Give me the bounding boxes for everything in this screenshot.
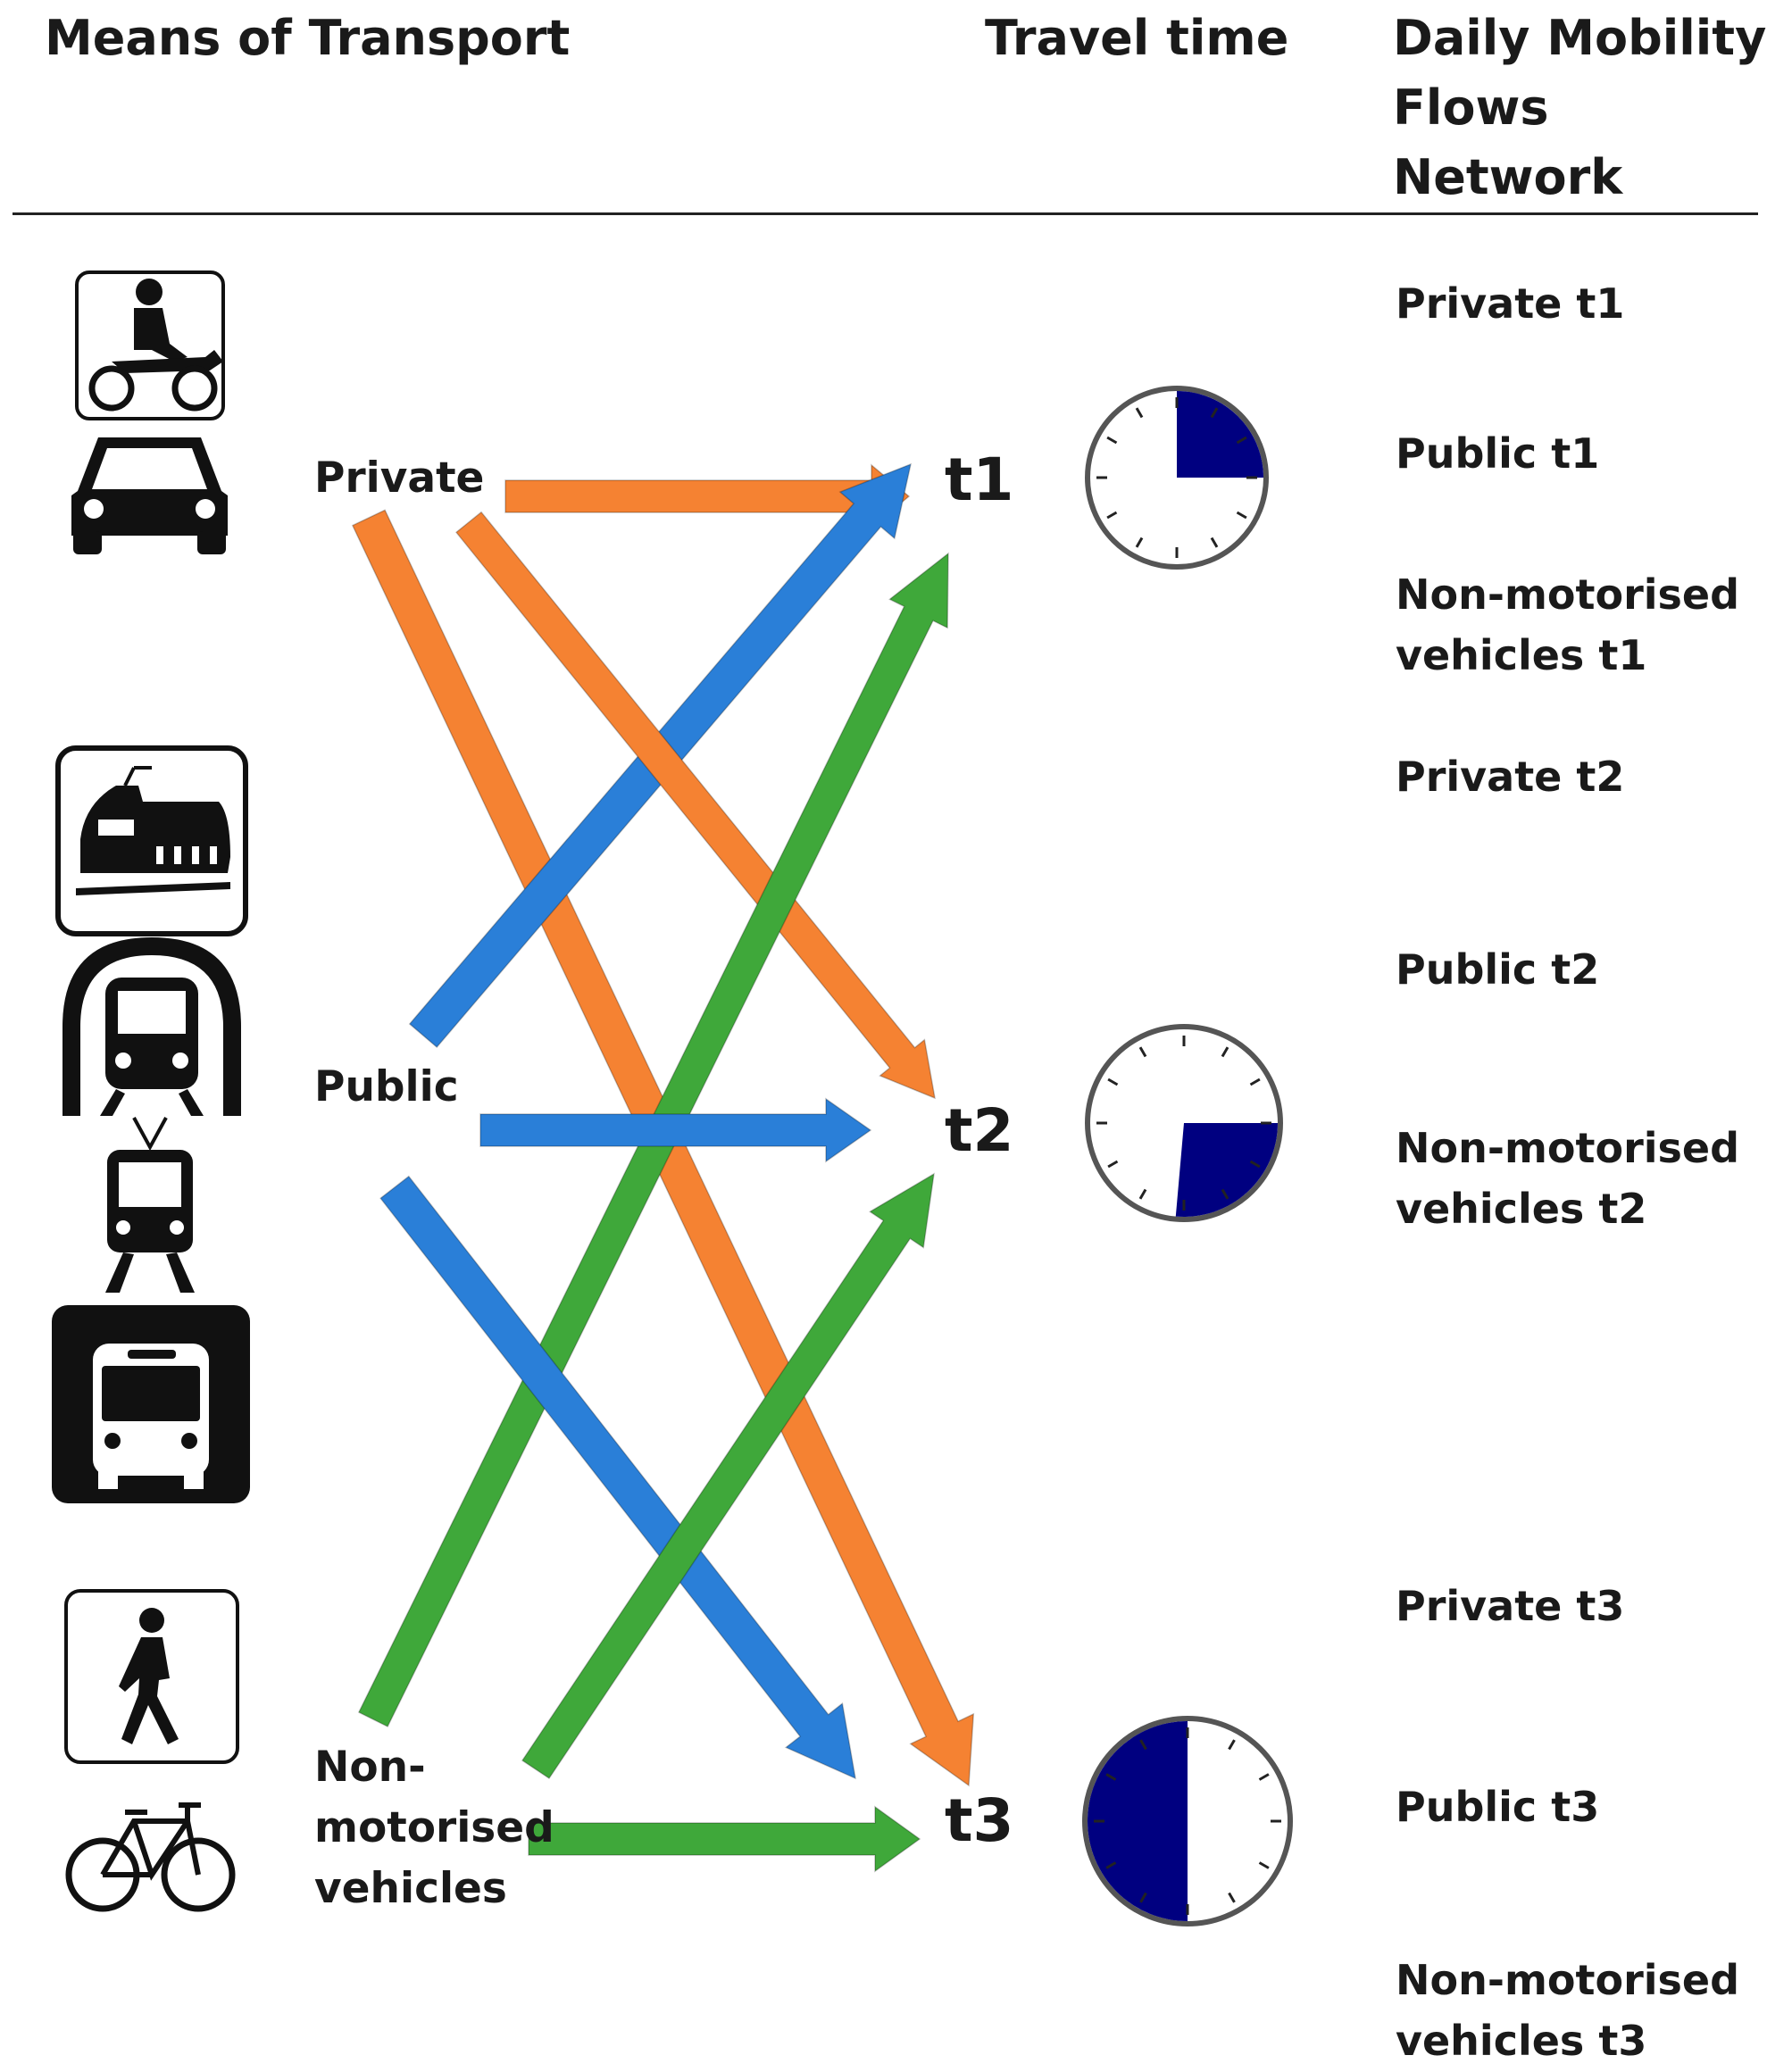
clock-icon-t2: [1085, 1024, 1283, 1222]
flow-arrows: [351, 462, 975, 1873]
train-icon: [55, 745, 248, 936]
car-icon: [71, 437, 228, 554]
clock-icon-t1: [1085, 386, 1269, 570]
mode-label-private: Private: [314, 454, 485, 503]
flow-arrow-public-t2: [479, 1097, 872, 1163]
flow-arrow-non-motorised-t2: [521, 1172, 935, 1780]
bus-icon: [52, 1305, 250, 1503]
mode-label-non-motorised: Non- motorised vehicles: [314, 1743, 554, 1913]
time-node-t1: t1: [945, 445, 1014, 514]
header-divider: [13, 212, 1758, 215]
network-label-private-t1: Private t1: [1396, 279, 1625, 328]
network-label-public-t2: Public t2: [1396, 945, 1600, 994]
flow-arrow-public-t3: [379, 1175, 856, 1780]
network-label-public-t3: Public t3: [1396, 1783, 1600, 1831]
motorbike-icon: [75, 270, 225, 420]
network-label-non-motorised-t2: Non-motorised vehicles t2: [1396, 1124, 1740, 1233]
network-header: Daily Mobility Flows Network: [1393, 10, 1767, 205]
network-label-private-t2: Private t2: [1396, 753, 1625, 801]
means-of-transport-header: Means of Transport: [45, 10, 571, 66]
clocks: [1082, 386, 1293, 1926]
mode-label-public: Public: [314, 1062, 459, 1111]
flow-arrow-private-t2: [454, 511, 936, 1100]
network-label-non-motorised-t1: Non-motorised vehicles t1: [1396, 570, 1740, 679]
metro-icon: [63, 937, 241, 1116]
network-label-non-motorised-t3: Non-motorised vehicles t3: [1396, 1956, 1740, 2065]
flow-arrow-non-motorised-t3: [528, 1805, 921, 1873]
time-node-t3: t3: [945, 1786, 1014, 1855]
bicycle-icon: [65, 1802, 236, 1912]
network-label-private-t3: Private t3: [1396, 1582, 1625, 1630]
travel-time-header: Travel time: [985, 10, 1289, 66]
tram-icon: [105, 1117, 195, 1293]
clock-icon-t3: [1082, 1716, 1293, 1926]
network-label-public-t1: Public t1: [1396, 429, 1600, 478]
time-node-t2: t2: [945, 1096, 1014, 1165]
pedestrian-icon: [64, 1589, 239, 1764]
